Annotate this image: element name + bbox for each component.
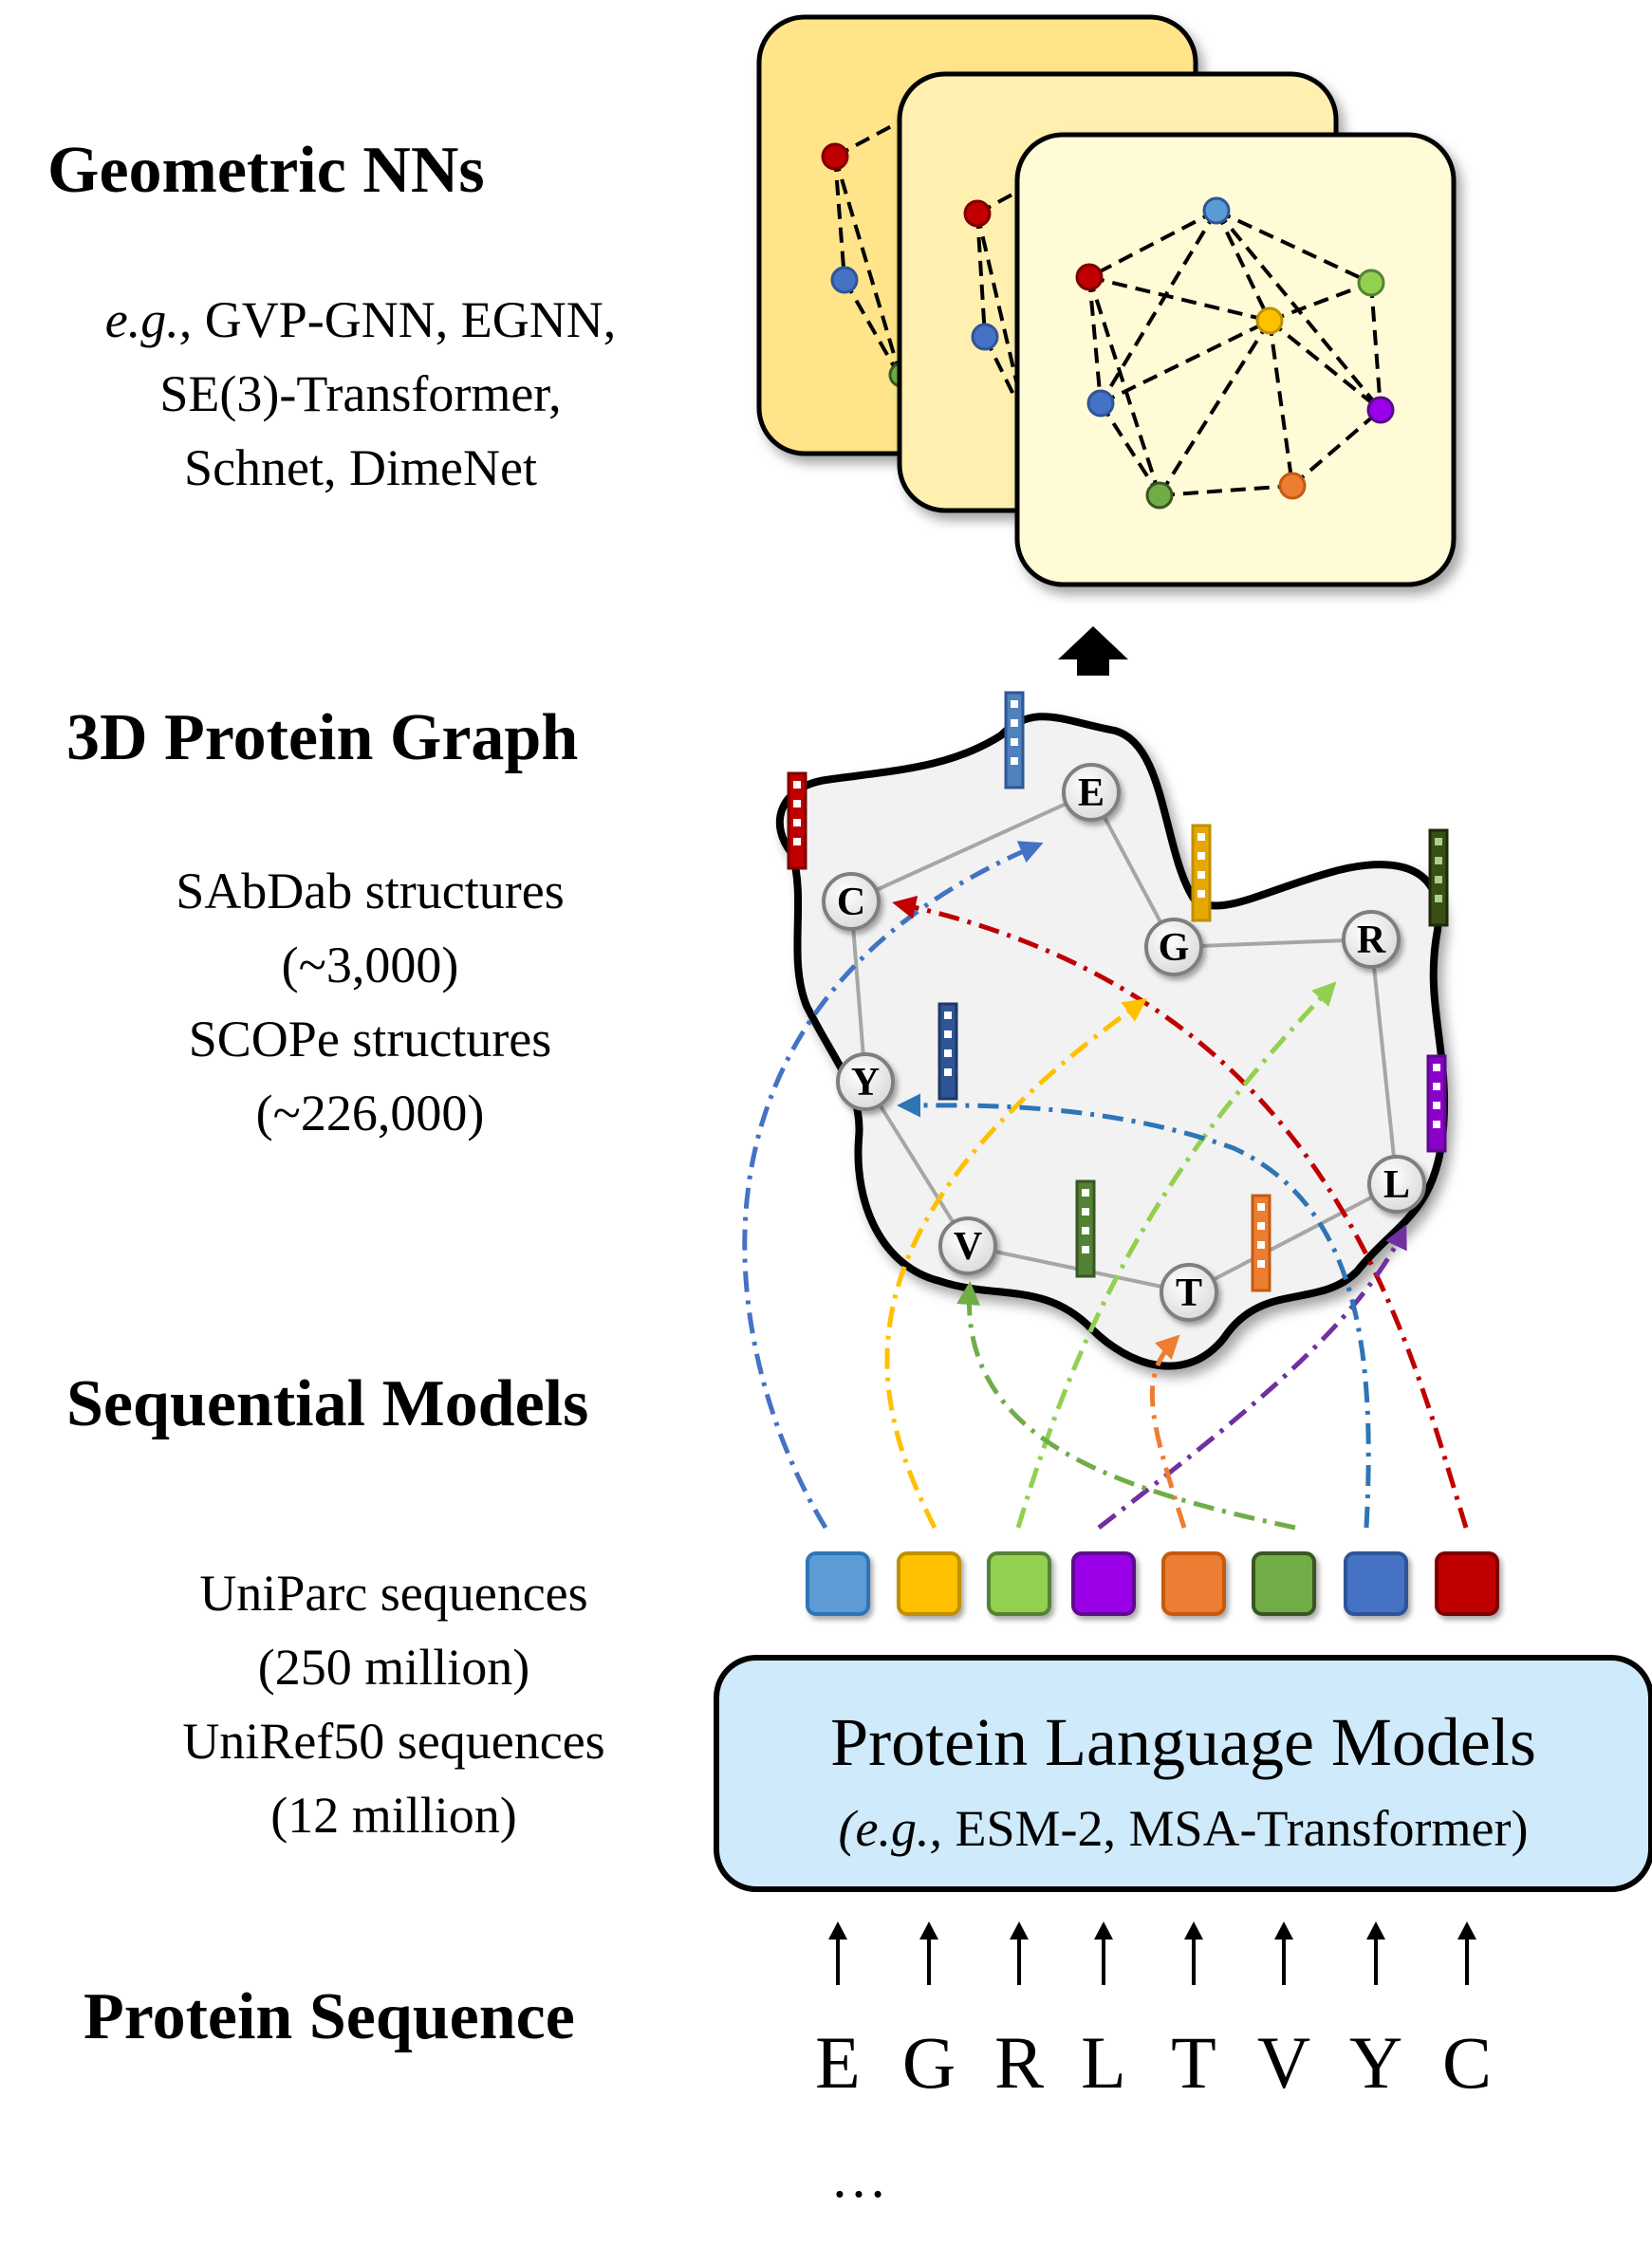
sequence-letter: C <box>1442 2021 1492 2104</box>
token-embedding <box>1435 1551 1499 1616</box>
sequence-letter: Y <box>1349 2021 1402 2104</box>
plm-title: Protein Language Models <box>830 1704 1536 1780</box>
arrowhead-icon <box>1457 1921 1476 1940</box>
embedding-bar-purple <box>1426 1054 1447 1153</box>
arrowhead-icon <box>1094 1921 1113 1940</box>
graph-node-label: C <box>837 881 865 924</box>
token-row <box>806 1551 1499 1616</box>
graph-node-label: G <box>1159 926 1190 970</box>
graph-node-T: T <box>1160 1263 1218 1322</box>
up-arrow-icon <box>1058 626 1128 676</box>
plm-eg-prefix: (e.g., <box>839 1800 942 1857</box>
token-embedding <box>1161 1551 1226 1616</box>
geometric-panel-front <box>1014 132 1457 587</box>
token-mapping-arrows <box>742 841 1469 1531</box>
embedding-bar-green <box>1075 1179 1096 1278</box>
uniref50-count: (12 million) <box>270 1787 517 1844</box>
sequence-letter: L <box>1081 2021 1126 2104</box>
graph-node-label: E <box>1078 771 1104 815</box>
geometric-nns-title: Geometric NNs <box>47 134 485 207</box>
embedding-bar-navy <box>937 1002 958 1101</box>
gnn-node-purple <box>1366 396 1395 424</box>
node-embeddings <box>787 691 1449 1292</box>
graph-node-L: L <box>1367 1155 1426 1214</box>
sequence-letter: V <box>1257 2021 1310 2104</box>
geometric-examples-line3: Schnet, DimeNet <box>184 439 537 496</box>
protein-graph-title: 3D Protein Graph <box>66 701 579 774</box>
arrow-orange-to-T <box>1149 1334 1187 1529</box>
uniref50-label: UniRef50 sequences <box>182 1713 605 1770</box>
uniparc-label: UniParc sequences <box>199 1565 588 1622</box>
graph-node-label: R <box>1357 919 1386 962</box>
scope-label: SCOPe structures <box>188 1011 552 1067</box>
arrowhead-icon <box>1274 1921 1293 1940</box>
arrowhead-icon <box>1366 1921 1385 1940</box>
arrowhead-icon <box>919 1921 938 1940</box>
sequential-models-title: Sequential Models <box>66 1367 589 1440</box>
gnn-node-yellow <box>1255 306 1284 335</box>
arrowhead-icon <box>1184 1921 1203 1940</box>
sabdab-label: SAbDab structures <box>176 863 565 919</box>
embedding-bar-olive <box>1428 828 1449 927</box>
geometric-nns-examples: e.g., GVP-GNN, EGNN, SE(3)-Transformer, … <box>28 283 693 505</box>
token-embedding <box>1252 1551 1316 1616</box>
arrow-purple-to-L <box>1097 1224 1407 1530</box>
gnn-node-blue <box>1202 196 1231 225</box>
graph-node-Y: Y <box>836 1052 895 1111</box>
geometric-examples-line2: SE(3)-Transformer, <box>159 365 562 422</box>
arrow-darkblue-to-Y <box>897 1093 1371 1529</box>
graph-node-V: V <box>938 1216 997 1275</box>
graph-node-label: L <box>1383 1163 1410 1207</box>
plm-examples: (e.g., ESM-2, MSA-Transformer) <box>839 1800 1529 1857</box>
plm-examples-list: ESM-2, MSA-Transformer) <box>942 1800 1529 1857</box>
embedding-bar-steelblue <box>1004 691 1025 789</box>
token-embedding <box>1344 1551 1408 1616</box>
eg-prefix: e.g., <box>104 291 193 348</box>
arrow-lime-to-R <box>1015 981 1337 1529</box>
protein-sequence-title: Protein Sequence <box>84 1980 575 2053</box>
graph-node-G: G <box>1144 918 1203 976</box>
sequence-letter: G <box>902 2021 956 2104</box>
gnn-node-lime <box>1357 269 1385 297</box>
sequence-letter: T <box>1171 2021 1216 2104</box>
gnn-node-darkblue <box>1086 389 1115 418</box>
sequence-letter: R <box>994 2021 1044 2104</box>
plm-box <box>714 1655 1652 1892</box>
graph-nodes: E C G R Y L V T <box>822 763 1426 1322</box>
arrow-red-to-C <box>892 896 1469 1529</box>
arrowhead-icon <box>828 1921 847 1940</box>
token-embedding <box>987 1551 1051 1616</box>
embedding-bar-orange <box>1251 1194 1271 1292</box>
graph-node-label: Y <box>851 1061 880 1104</box>
arrow-yellow-to-G <box>884 998 1148 1530</box>
gnn-node-orange <box>1278 472 1307 500</box>
sabdab-count: (~3,000) <box>281 937 459 993</box>
scope-count: (~226,000) <box>255 1085 485 1142</box>
gnn-node-red <box>1075 263 1104 291</box>
arrow-blue-to-E <box>742 841 1044 1530</box>
graph-node-E: E <box>1062 763 1121 822</box>
protein-graph-datasets: SAbDab structures (~3,000) SCOPe structu… <box>38 854 702 1150</box>
token-embedding <box>897 1551 961 1616</box>
sequence-ellipsis: … <box>830 2146 887 2209</box>
uniparc-count: (250 million) <box>257 1639 530 1696</box>
gnn-node-green <box>1145 481 1174 510</box>
arrow-green-to-V <box>956 1281 1296 1531</box>
graph-node-label: T <box>1176 1271 1202 1315</box>
token-embedding <box>806 1551 870 1616</box>
graph-node-label: V <box>954 1225 982 1269</box>
graph-node-R: R <box>1342 910 1401 969</box>
sequence-letter: E <box>815 2021 861 2104</box>
embedding-bar-red <box>787 771 807 870</box>
geometric-examples-line1: GVP-GNN, EGNN, <box>192 291 617 348</box>
arrowhead-icon <box>1010 1921 1029 1940</box>
sequential-models-datasets: UniParc sequences (250 million) UniRef50… <box>62 1556 726 1852</box>
embedding-bar-gold <box>1191 824 1212 922</box>
token-embedding <box>1071 1551 1136 1616</box>
graph-node-C: C <box>822 872 881 931</box>
